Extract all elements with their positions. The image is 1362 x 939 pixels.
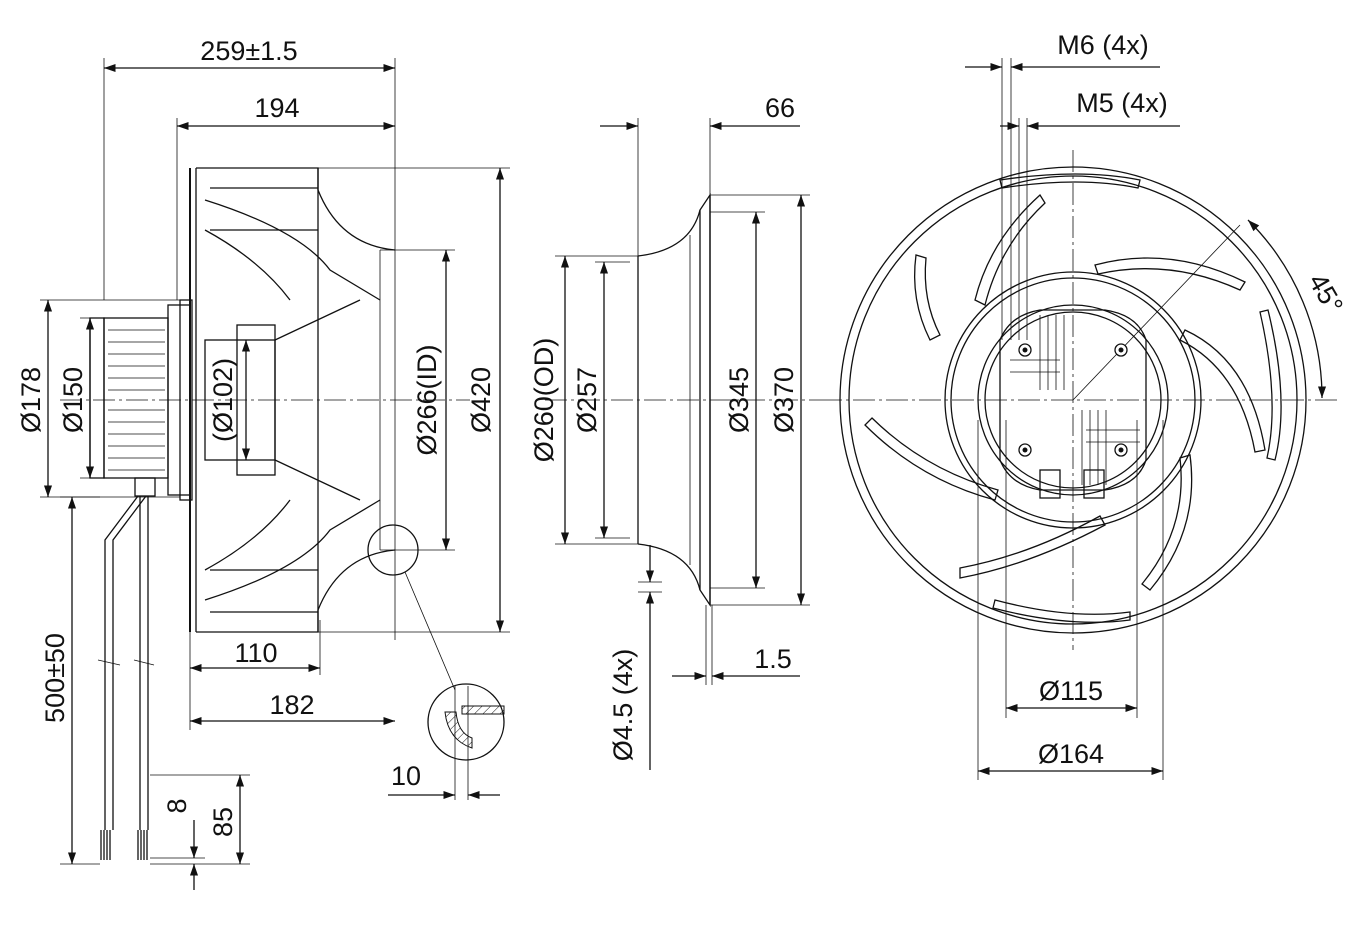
dim-gap-10: 10: [391, 761, 421, 791]
dim-hub-dia: (Ø102): [208, 358, 238, 442]
dim-ring-holes: Ø4.5 (4x): [608, 649, 638, 762]
dim-depth-66: 66: [765, 93, 795, 123]
dim-ring-257: Ø257: [572, 367, 602, 433]
dim-ring-370: Ø370: [769, 367, 799, 433]
dim-outer-dia: Ø420: [466, 367, 496, 433]
dim-bolt-circle-164: Ø164: [1038, 739, 1104, 769]
dim-motor-outer: Ø178: [16, 367, 46, 433]
outer-ring: [839, 166, 1307, 634]
cable: [97, 495, 155, 860]
callout-m5-threads: M5 (4x): [1076, 88, 1168, 118]
detail-view: [427, 683, 505, 800]
dim-angle-45: 45°: [1303, 268, 1349, 318]
dim-strip-85: 85: [208, 807, 238, 837]
dim-inlet-id: Ø266(ID): [412, 344, 442, 455]
front-view: M6 (4x) M5 (4x) 45° Ø115 Ø164: [820, 30, 1349, 780]
dim-cable-length: 500±50: [40, 633, 70, 723]
dim-impeller-length: 194: [254, 93, 299, 123]
dim-depth-182: 182: [269, 690, 314, 720]
impeller-blades: [196, 167, 396, 633]
dim-ring-thickness: 1.5: [754, 644, 792, 674]
dim-ring-od: Ø260(OD): [529, 338, 559, 463]
inner-ring: [944, 271, 1202, 529]
dim-ring-345: Ø345: [724, 367, 754, 433]
side-view: 259±1.5 194: [16, 36, 510, 890]
dim-motor-inner: Ø150: [58, 367, 88, 433]
dim-bolt-circle-115: Ø115: [1039, 676, 1103, 706]
motor-housing: [999, 224, 1241, 499]
motor-flange: [977, 304, 1169, 496]
dim-overall-length: 259±1.5: [200, 36, 297, 66]
callout-m6-threads: M6 (4x): [1057, 30, 1149, 60]
dim-depth-110: 110: [234, 638, 277, 668]
inlet-ring-view: 66 Ø260(OD) Ø257 Ø345 Ø370 Ø4.5 (4x) 1.5: [529, 93, 820, 770]
dim-strip-8: 8: [162, 798, 192, 813]
